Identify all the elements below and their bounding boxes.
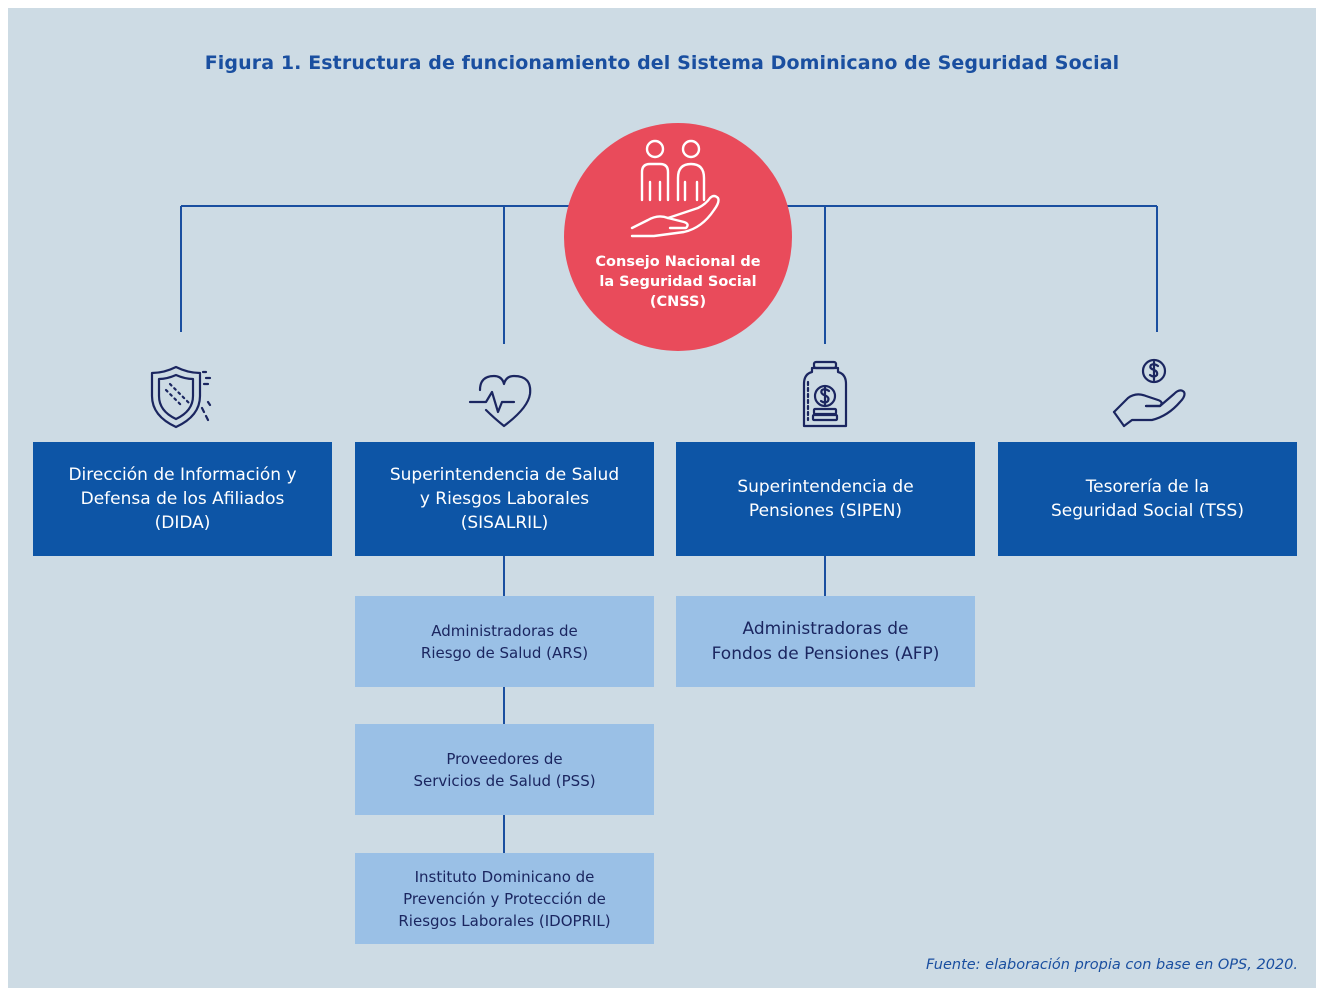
- shield-icon: [150, 365, 212, 429]
- box-line: Defensa de los Afiliados: [80, 489, 285, 509]
- box-line: Proveedores de: [446, 749, 563, 768]
- cnss-circle: [564, 123, 792, 351]
- box-line: Prevención y Protección de: [403, 889, 606, 908]
- box-line: Superintendencia de: [737, 477, 914, 497]
- coin-jar-icon: [802, 360, 848, 428]
- box-line: Administradoras de: [742, 618, 909, 639]
- cnss-label-line: la Seguridad Social: [599, 274, 757, 290]
- box-line: (DIDA): [154, 513, 211, 533]
- tss-box: Tesorería de la Seguridad Social (TSS): [998, 442, 1297, 556]
- box-line: Servicios de Salud (PSS): [413, 771, 596, 790]
- hand-dollar-icon: [1112, 358, 1186, 428]
- people-on-hand-icon: [630, 139, 720, 238]
- dida-box: Dirección de Información y Defensa de lo…: [33, 442, 332, 556]
- box-line: Riesgos Laborales (IDOPRIL): [398, 911, 611, 930]
- box-line: Administradoras de: [431, 621, 578, 640]
- box-line: Tesorería de la: [1085, 477, 1210, 497]
- box-line: Superintendencia de Salud: [389, 465, 620, 485]
- ars-box: Administradoras de Riesgo de Salud (ARS): [355, 596, 654, 687]
- pss-box: Proveedores de Servicios de Salud (PSS): [355, 724, 654, 815]
- box-line: (SISALRIL): [460, 513, 549, 533]
- sisalril-box: Superintendencia de Salud y Riesgos Labo…: [355, 442, 654, 556]
- source-note: Fuente: elaboración propia con base en O…: [926, 957, 1298, 973]
- figure-title: Figura 1. Estructura de funcionamiento d…: [204, 52, 1120, 74]
- sipen-box: Superintendencia de Pensiones (SIPEN): [676, 442, 975, 556]
- box-line: Fondos de Pensiones (AFP): [711, 643, 940, 664]
- afp-box: Administradoras de Fondos de Pensiones (…: [676, 596, 975, 687]
- box-line: Instituto Dominicano de: [414, 867, 595, 886]
- idopril-box: Instituto Dominicano de Prevención y Pro…: [355, 853, 654, 944]
- box-line: Seguridad Social (TSS): [1051, 501, 1244, 521]
- box-line: Pensiones (SIPEN): [748, 501, 903, 521]
- box-line: Riesgo de Salud (ARS): [420, 643, 589, 662]
- cnss-label-line: (CNSS): [649, 294, 707, 310]
- box-line: Dirección de Información y: [68, 465, 297, 485]
- cnss-label: Consejo Nacional de la Seguridad Social …: [564, 252, 792, 312]
- box-line: y Riesgos Laborales: [419, 489, 590, 509]
- cnss-label-line: Consejo Nacional de: [595, 254, 761, 270]
- heart-pulse-icon: [468, 374, 532, 428]
